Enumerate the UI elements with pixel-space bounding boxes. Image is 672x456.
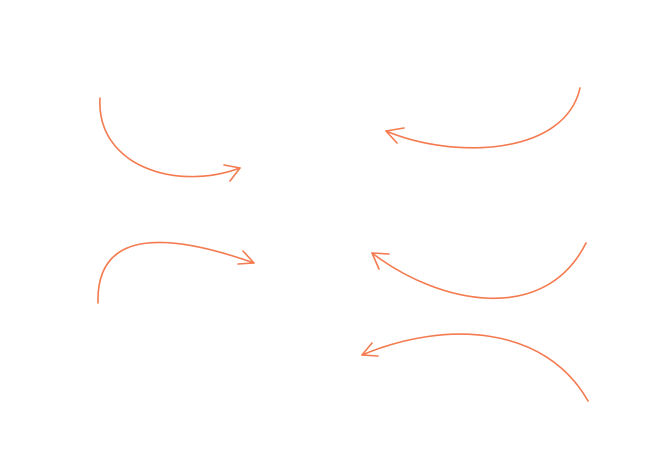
curved-arrow-top-right: [385, 87, 581, 149]
curved-arrow-middle-right: [371, 242, 587, 300]
curved-arrow-middle-left: [97, 241, 255, 304]
curved-arrow-top-left: [99, 97, 241, 182]
curved-arrow-bottom-right: [361, 333, 589, 402]
